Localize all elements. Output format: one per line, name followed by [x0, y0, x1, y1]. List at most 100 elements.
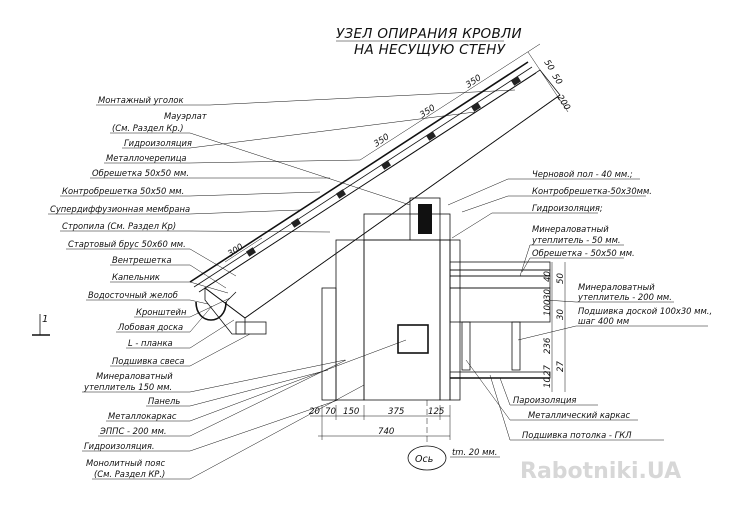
batten-line: [193, 66, 533, 288]
right-vertical-dimensions: 40 50 30 100 30 236 27 27 10: [543, 262, 566, 392]
axis-label: Ось: [415, 454, 433, 465]
right-label-8: Подшивка доской 100х30 мм.,: [578, 306, 712, 316]
left-label-19: Панель: [148, 396, 180, 406]
right-label-10: Пароизоляция: [513, 395, 576, 405]
dim-150: 150: [343, 407, 360, 417]
right-labels: Черновой пол - 40 мм.; Контробрешетка-50х…: [447, 169, 712, 441]
left-label-6: Контробрешетка 50х50 мм.: [62, 186, 184, 196]
rv-dim-30b: 30: [556, 309, 566, 320]
right-label-5: Обрешетка - 50х50 мм.: [532, 248, 635, 258]
left-label-15: L - планка: [128, 338, 173, 348]
dim-total: 740: [378, 427, 395, 437]
left-label-18: утеплитель 150 мм.: [83, 382, 172, 392]
counter-batten-line: [198, 72, 537, 293]
section-mark: 1: [32, 314, 50, 336]
mauerlat-zone: [363, 213, 451, 241]
right-label-3: Минераловатный: [532, 224, 609, 234]
left-label-3: Гидроизоляция: [124, 138, 192, 148]
right-label-12: Подшивка потолка - ГКЛ: [522, 430, 632, 440]
right-label-6: Минераловатный: [578, 282, 655, 292]
right-label-7: утеплитель - 200 мм.: [577, 292, 672, 302]
left-leader-15: [189, 319, 235, 349]
left-leader-7: [189, 209, 301, 215]
monolithic-belt: [449, 239, 461, 401]
insulation-200: [449, 287, 551, 323]
left-label-13: Кронштейн: [136, 307, 187, 317]
gutter: [195, 301, 227, 321]
left-leader-22: [189, 399, 339, 452]
right-label-0: Черновой пол - 40 мм.;: [532, 169, 633, 179]
wall-section: [321, 197, 461, 401]
rv-dim-27: 27: [543, 365, 553, 376]
right-leader-9: [517, 325, 577, 341]
rv-dim-27b: 27: [556, 361, 566, 372]
gutter-bracket: [225, 291, 237, 303]
left-label-11: Капельник: [112, 272, 160, 282]
title-line-1: УЗЕЛ ОПИРАНИЯ КРОВЛИ: [336, 26, 522, 42]
rv-dim-40: 40: [543, 271, 553, 282]
left-leader-3: [189, 111, 476, 149]
left-label-20: Металлокаркас: [108, 411, 177, 421]
tr-dim-1: 50: [541, 58, 556, 73]
left-leader-4: [189, 159, 361, 164]
right-leader-7: [544, 299, 577, 303]
wall-block: [363, 239, 441, 401]
left-label-22: Гидроизоляция.: [84, 441, 155, 451]
left-leader-21: [189, 359, 347, 437]
right-label-9: шаг 400 мм: [578, 316, 629, 326]
right-label-11: Металлический каркас: [528, 410, 631, 420]
ceiling-package: [449, 261, 551, 379]
right-leader-10: [499, 377, 511, 406]
left-leader-20: [189, 339, 407, 422]
roof-dim-4: 300: [226, 242, 246, 260]
roof-slope: [189, 61, 561, 335]
roof-dim-3: 350: [464, 73, 484, 91]
rv-dim-236: 236: [543, 337, 553, 354]
dim-125: 125: [428, 407, 444, 417]
left-leader-0: [209, 89, 516, 106]
wall-panel: [321, 287, 337, 401]
battens: [246, 76, 521, 257]
left-leader-10: [189, 264, 227, 289]
left-leader-19: [189, 369, 329, 407]
right-leader-4: [519, 244, 531, 277]
left-label-14: Лобовая доска: [117, 322, 183, 332]
metal-tile-line: [189, 61, 529, 283]
right-label-1: Контробрешетка-50х30мм.: [532, 186, 652, 196]
rv-dim-30: 30: [543, 289, 553, 300]
rv-dim-100: 100: [543, 299, 553, 316]
dim-20: 20: [309, 407, 320, 417]
left-label-17: Минераловатный: [96, 371, 173, 381]
title-line-2: НА НЕСУЩУЮ СТЕНУ: [354, 42, 506, 58]
rv-dim-10: 10: [543, 377, 553, 388]
insulation-50: [449, 275, 551, 289]
axis-marker: Ось tm. 20 мм.: [407, 400, 500, 471]
left-label-2: (См. Раздел Кр.): [112, 123, 184, 133]
tr-dim-3: 200: [554, 93, 572, 113]
right-label-2: Гидроизоляция;: [532, 203, 603, 213]
right-leader-1: [461, 195, 509, 213]
dim-70: 70: [325, 407, 336, 417]
left-label-1: Мауэрлат: [164, 111, 208, 121]
right-leader-11: [465, 359, 511, 421]
dim-375: 375: [388, 407, 404, 417]
left-label-12: Водосточный желоб: [88, 290, 178, 300]
left-label-23: Монолитный пояс: [86, 458, 165, 468]
anchor: [418, 204, 432, 234]
left-leader-24: [189, 384, 365, 480]
right-leader-12: [489, 374, 511, 441]
rough-floor: [449, 261, 551, 271]
left-label-10: Вентрешетка: [112, 255, 172, 265]
inner-layer: [439, 239, 451, 401]
left-leader-11: [189, 281, 229, 294]
steel-profile: [397, 324, 429, 354]
left-leader-18: [189, 359, 346, 393]
rv-dim-50: 50: [556, 273, 566, 284]
left-label-4: Металлочерепица: [106, 153, 187, 163]
left-leader-9: [189, 248, 237, 277]
right-leader-0: [447, 178, 509, 206]
counter-batten-floor: [449, 269, 551, 277]
ceiling-gkl: [449, 371, 551, 379]
